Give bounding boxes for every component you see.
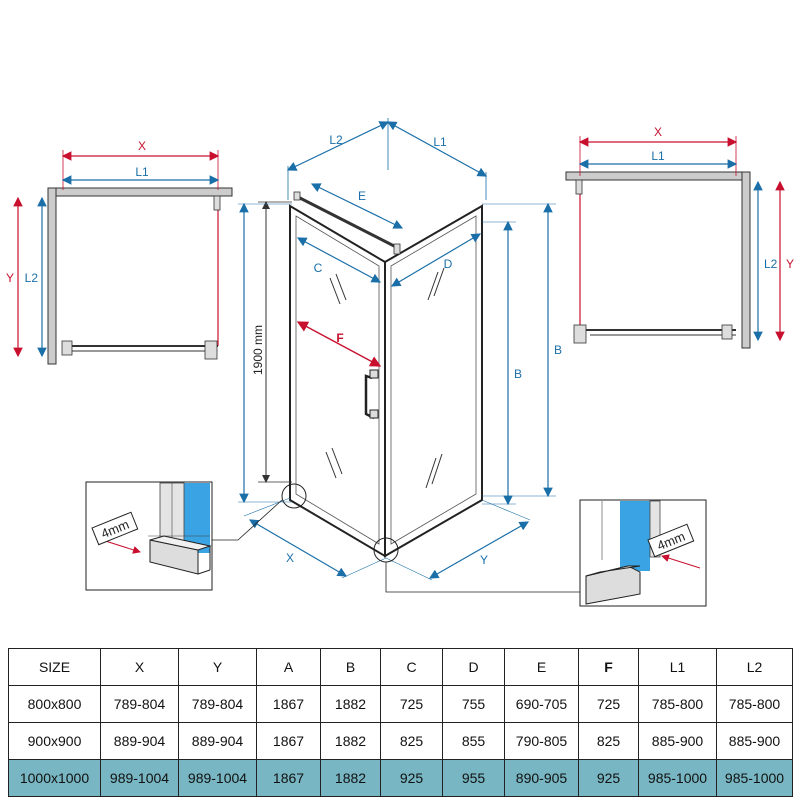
- table-cell: 889-904: [100, 722, 179, 760]
- shower-enclosure-diagram: X L1 Y L2 X L1 L2 Y: [6, 118, 794, 607]
- table-cell: 785-800: [638, 685, 717, 723]
- table-cell: 789-804: [100, 685, 179, 723]
- table-cell: 1867: [256, 759, 321, 797]
- table-cell: 725: [380, 685, 443, 723]
- table-cell: 900x900: [8, 722, 101, 760]
- iso-f-label: F: [336, 331, 343, 345]
- table-cell: 925: [578, 759, 639, 797]
- table-cell: 825: [578, 722, 639, 760]
- iso-e-label: E: [358, 189, 366, 203]
- table-cell: 725: [578, 685, 639, 723]
- table-cell: 985-1000: [638, 759, 717, 797]
- table-header-size: SIZE: [8, 648, 101, 686]
- table-cell: 1882: [320, 685, 381, 723]
- table-header-y: Y: [178, 648, 257, 686]
- iso-height-label: 1900 mm: [251, 325, 265, 375]
- table-cell: 885-900: [716, 722, 793, 760]
- table-cell: 790-805: [504, 722, 579, 760]
- right-detail: 4mm: [579, 499, 707, 607]
- table-cell: 1882: [320, 759, 381, 797]
- left-l1-label: L1: [135, 165, 149, 179]
- table-cell: 825: [380, 722, 443, 760]
- table-cell: 755: [442, 685, 505, 723]
- isometric-view: L2 L1 E C D F 1900 mm B B: [212, 118, 580, 593]
- table-cell: 800x800: [8, 685, 101, 723]
- right-l1-label: L1: [651, 149, 665, 163]
- left-l2-label: L2: [25, 271, 39, 285]
- table-cell: 855: [442, 722, 505, 760]
- left-top-view: X L1 Y L2: [6, 139, 233, 365]
- table-header-f: F: [578, 648, 639, 686]
- table-cell: 989-1004: [100, 759, 179, 797]
- left-y-label: Y: [6, 271, 14, 285]
- left-x-label: X: [138, 139, 146, 153]
- right-top-view: X L1 L2 Y: [565, 125, 794, 349]
- iso-l2-label: L2: [329, 133, 343, 147]
- table-cell: 785-800: [716, 685, 793, 723]
- table-cell: 985-1000: [716, 759, 793, 797]
- table-cell: 955: [442, 759, 505, 797]
- table-cell: 989-1004: [178, 759, 257, 797]
- table-header-d: D: [442, 648, 505, 686]
- iso-x-label: X: [286, 551, 294, 565]
- iso-l1-label: L1: [433, 135, 447, 149]
- table-cell: 1000x1000: [8, 759, 101, 797]
- iso-d-label: D: [444, 257, 453, 271]
- table-header-l2: L2: [716, 648, 793, 686]
- table-cell: 889-904: [178, 722, 257, 760]
- table-header-c: C: [380, 648, 443, 686]
- table-cell: 925: [380, 759, 443, 797]
- table-header-a: A: [256, 648, 321, 686]
- table-cell: 1867: [256, 685, 321, 723]
- table-cell: 789-804: [178, 685, 257, 723]
- table-header-e: E: [504, 648, 579, 686]
- table-cell: 885-900: [638, 722, 717, 760]
- table-cell: 690-705: [504, 685, 579, 723]
- iso-y-label: Y: [480, 553, 488, 567]
- table-cell: 890-905: [504, 759, 579, 797]
- table-header-x: X: [100, 648, 179, 686]
- table-cell: 1867: [256, 722, 321, 760]
- table-header-l1: L1: [638, 648, 717, 686]
- right-x-label: X: [654, 125, 662, 139]
- iso-b-inner-label: B: [514, 367, 522, 381]
- table-header-b: B: [320, 648, 381, 686]
- right-l2-label: L2: [764, 257, 778, 271]
- iso-c-label: C: [314, 261, 323, 275]
- left-detail: 4mm: [85, 481, 213, 591]
- right-y-label: Y: [786, 257, 794, 271]
- iso-b-outer-label: B: [554, 343, 562, 357]
- table-cell: 1882: [320, 722, 381, 760]
